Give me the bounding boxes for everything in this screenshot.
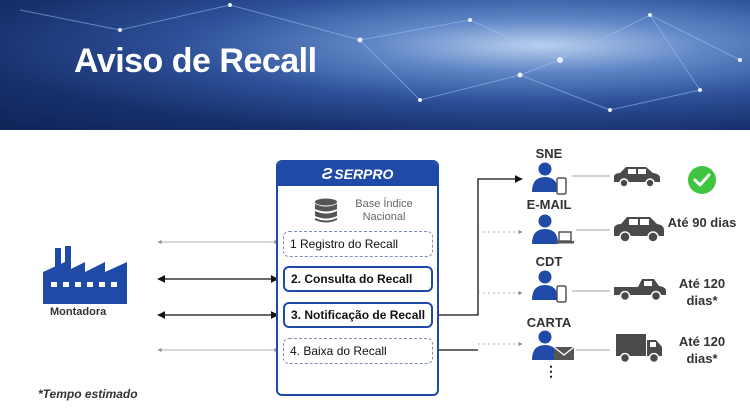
channel-label-sne: SNE	[535, 146, 563, 161]
suv-icon	[614, 217, 664, 243]
person-phone-icon	[532, 162, 567, 195]
database-icon	[315, 198, 337, 223]
database-label: Base Índice Nacional	[355, 198, 413, 223]
factory-label: Montadora	[50, 306, 107, 318]
person-envelope-icon	[532, 330, 575, 360]
check-icon	[688, 166, 716, 194]
footnote: *Tempo estimado	[38, 387, 138, 401]
time-label-email: Até 90 dias	[667, 215, 737, 230]
channel-label-carta: CARTA	[526, 315, 572, 330]
person-phone-icon	[532, 270, 567, 303]
step-registro: 1 Registro do Recall	[283, 231, 433, 257]
header-banner: Aviso de Recall	[0, 0, 750, 130]
page-title: Aviso de Recall	[74, 42, 317, 80]
pickup-truck-icon	[614, 279, 666, 302]
channel-label-email: E-MAIL	[526, 197, 572, 212]
step-baixa: 4. Baixa do Recall	[283, 338, 433, 364]
network-background	[19, 3, 742, 112]
time-label-carta: Até 120 dias*	[678, 334, 726, 366]
person-laptop-icon	[532, 214, 574, 244]
more-channels-indicator: ⋮	[544, 363, 558, 379]
factory-icon	[43, 246, 127, 304]
step-notificacao: 3. Notificação de Recall	[283, 302, 433, 328]
time-label-cdt: Até 120 dias*	[678, 276, 726, 308]
car-icon	[614, 167, 660, 188]
step-consulta: 2. Consulta do Recall	[283, 266, 433, 292]
truck-icon	[616, 334, 662, 364]
channel-label-cdt: CDT	[535, 254, 563, 269]
